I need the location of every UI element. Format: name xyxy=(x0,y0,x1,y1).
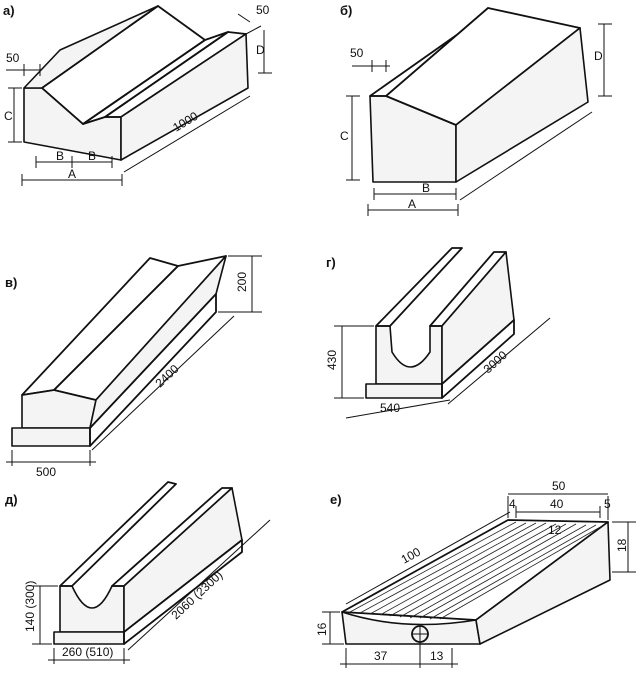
panel-e: е) 50 xyxy=(315,479,636,668)
panel-a-dim-b2: B xyxy=(88,149,96,163)
panel-v-block xyxy=(11,255,227,447)
panel-v-dim-length: 2400 xyxy=(152,362,181,391)
panel-v: в) 200 2400 500 xyxy=(5,255,262,479)
panel-e-dim-12: 12 xyxy=(548,523,562,537)
panel-a-dim-a: A xyxy=(68,167,76,181)
panel-b-dim-b: B xyxy=(422,181,430,195)
panel-e-dim-40: 40 xyxy=(550,497,564,511)
panel-b-dim-d: D xyxy=(594,49,603,63)
panel-v-dim-width: 500 xyxy=(36,465,56,479)
panel-e-dim-right: 18 xyxy=(615,538,629,552)
panel-b-dimensions: 50 C D B A xyxy=(340,23,612,216)
panel-d: д) 140 (300) 2060 (2300) 260 (510) xyxy=(5,481,271,664)
panel-a-label: а) xyxy=(3,3,15,18)
panel-e-dim-left: 16 xyxy=(315,622,329,636)
panel-e-dim-4: 4 xyxy=(509,497,516,511)
panel-d-block xyxy=(53,481,243,645)
panel-a-dim-top: 50 xyxy=(256,3,270,17)
panel-g-dim-height: 430 xyxy=(325,350,339,370)
panel-e-block xyxy=(341,519,611,645)
panel-e-dim-5: 5 xyxy=(604,497,611,511)
panel-b-dim-left: 50 xyxy=(350,46,364,60)
panel-g-dim-length: 3000 xyxy=(481,348,510,376)
panel-g: г) 430 3000 540 xyxy=(325,247,551,419)
panel-g-label: г) xyxy=(326,255,336,270)
panel-a-dim-b1: B xyxy=(56,149,64,163)
panel-v-dim-height: 200 xyxy=(235,272,249,292)
panel-d-dim-width: 260 (510) xyxy=(62,645,113,659)
panel-e-dim-length: 100 xyxy=(399,545,424,567)
panel-b-label: б) xyxy=(340,3,352,18)
panel-a-block xyxy=(23,5,249,161)
panel-d-label: д) xyxy=(5,492,18,507)
panel-a-dim-c: C xyxy=(4,109,13,123)
panel-v-label: в) xyxy=(5,275,17,290)
panel-b-dim-c: C xyxy=(340,129,349,143)
panel-g-dim-width: 540 xyxy=(380,401,400,415)
panel-a-dim-left: 50 xyxy=(6,51,20,65)
panel-e-dim-13: 13 xyxy=(430,649,444,663)
panel-b-dim-a: A xyxy=(408,197,416,211)
panel-a-dim-d: D xyxy=(256,43,265,57)
panel-e-dim-total: 50 xyxy=(552,479,566,493)
panel-b-block xyxy=(369,7,589,183)
panel-d-dim-height: 140 (300) xyxy=(23,581,37,632)
panel-e-dim-37: 37 xyxy=(374,649,388,663)
panel-e-dimensions: 50 40 5 4 12 100 18 16 37 13 xyxy=(315,479,636,668)
panel-e-label: е) xyxy=(330,492,342,507)
panel-b: б) 50 C D B A xyxy=(340,3,612,216)
panel-g-block xyxy=(365,247,515,399)
panel-e-hatching xyxy=(349,521,603,620)
panel-a: а) 50 D 50 C B xyxy=(3,3,272,186)
